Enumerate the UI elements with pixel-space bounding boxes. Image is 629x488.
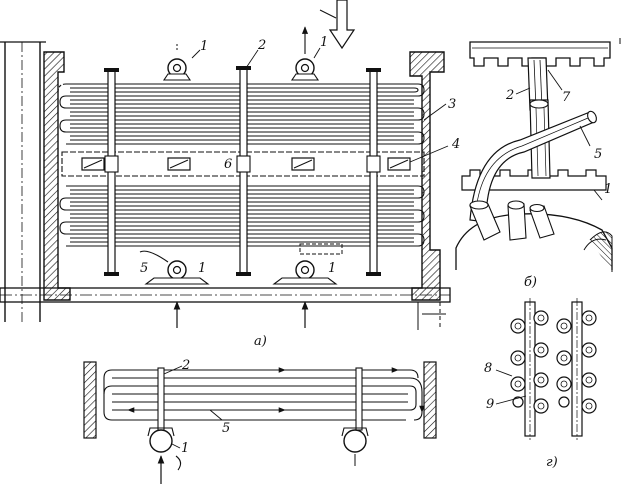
view-b-detail: 2 7 5 1 б): [455, 41, 613, 290]
label-9: 9: [486, 397, 494, 412]
tube-sections: [510, 310, 597, 414]
tube-stubs: [469, 200, 555, 241]
label-5-plan: 5: [222, 421, 230, 436]
label-3: 3: [448, 97, 456, 112]
leaders-a: [191, 47, 449, 163]
label-5-detail: 5: [594, 147, 602, 162]
label-1-detail: 1: [604, 182, 612, 197]
bottom-beam: [0, 287, 451, 330]
label-8: 8: [484, 361, 492, 376]
label-6: 6: [224, 157, 232, 172]
plan-header-left: [147, 427, 182, 471]
plan-header-right: [341, 427, 369, 466]
gas-inlet-arrow: [328, 0, 356, 50]
view-plan: 2 5 1: [83, 358, 437, 484]
caption-b: б): [524, 275, 537, 290]
label-5-bottom: 5: [140, 261, 148, 276]
label-1-plan: 1: [181, 441, 189, 456]
view-a-section: 1 2 1 3 4 6 5 1 1 а): [0, 0, 460, 349]
label-1-bottom-left: 1: [198, 261, 206, 276]
plan-wall-right: [423, 361, 437, 439]
label-4: 4: [451, 137, 460, 152]
hanger-rods: [104, 66, 381, 276]
left-wall: [43, 51, 71, 301]
label-2-top: 2: [257, 38, 266, 53]
label-7: 7: [562, 90, 571, 105]
view-g-detail: 8 9 г): [484, 298, 597, 470]
flow-arrows-a: [173, 0, 356, 328]
baffle-row: [61, 151, 425, 177]
plan-wall-left: [83, 361, 97, 439]
header-top-right: [290, 26, 320, 81]
header-top-left: [162, 44, 192, 81]
right-wall: [409, 51, 445, 301]
label-1-bottom-right: 1: [328, 261, 336, 276]
label-2-plan: 2: [181, 358, 190, 373]
header-bottom-right: [272, 243, 343, 285]
header-bottom-left: [139, 250, 210, 285]
caption-a: а): [254, 334, 267, 349]
label-1-top-left: 1: [200, 39, 208, 54]
left-column: [0, 41, 46, 322]
label-1-top-right: 1: [320, 35, 328, 50]
label-2-detail: 2: [505, 88, 514, 103]
caption-g: г): [546, 455, 558, 470]
